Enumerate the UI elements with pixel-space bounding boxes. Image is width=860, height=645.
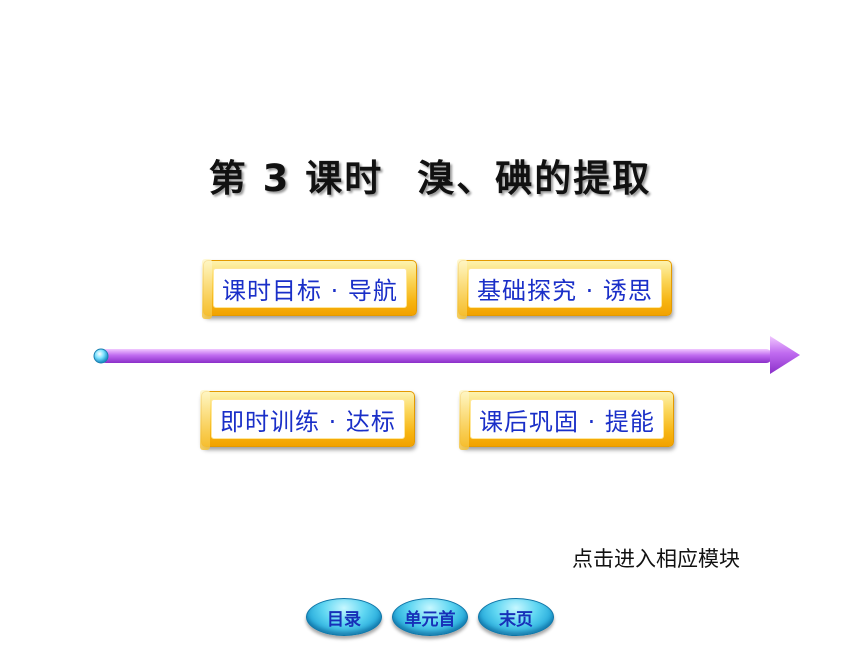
arrow-head: [770, 336, 800, 374]
lesson-title: 第 3 课时溴、碘的提取: [0, 148, 860, 202]
toc-button[interactable]: 目录: [306, 598, 382, 636]
arrow-start-knob: [93, 348, 109, 364]
module-button-basic-inquiry[interactable]: 基础探究 · 诱思: [457, 259, 672, 319]
module-label-basic-inquiry: 基础探究 · 诱思: [468, 268, 662, 308]
module-button-practice[interactable]: 即时训练 · 达标: [200, 390, 415, 450]
module-label-practice: 即时训练 · 达标: [211, 399, 405, 439]
last-page-button[interactable]: 末页: [478, 598, 554, 636]
lesson-number: 第 3 课时: [208, 157, 384, 200]
module-button-objectives-nav[interactable]: 课时目标 · 导航: [202, 259, 417, 319]
module-label-objectives-nav: 课时目标 · 导航: [213, 268, 407, 308]
lesson-topic: 溴、碘的提取: [417, 157, 652, 200]
unit-first-button[interactable]: 单元首: [392, 598, 468, 636]
timeline-arrow: [92, 334, 804, 376]
module-label-consolidation: 课后巩固 · 提能: [470, 399, 664, 439]
arrow-shaft: [100, 349, 772, 363]
timeline-arrow-graphic: [93, 336, 800, 374]
module-button-consolidation[interactable]: 课后巩固 · 提能: [459, 390, 674, 450]
hint-text: 点击进入相应模块: [572, 547, 740, 571]
